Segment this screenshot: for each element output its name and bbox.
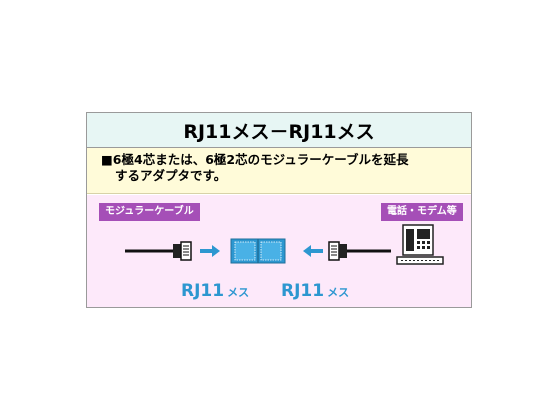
- product-description: ■6極4芯または、6極2芯のモジュラーケーブルを延長 するアダプタです。: [87, 148, 471, 194]
- right-cable-plug-icon: [328, 241, 391, 261]
- port-left-main: RJ11: [181, 281, 225, 301]
- arrow-right-icon: [200, 245, 220, 257]
- adapter-icon: [230, 238, 286, 264]
- telephone-icon: [396, 224, 444, 265]
- port-right-suffix: メス: [327, 286, 350, 299]
- connection-diagram: モジュラーケーブル 電話・モデム等: [87, 195, 471, 307]
- left-cable-plug-icon: [125, 241, 192, 261]
- product-card: RJ11メス－RJ11メス ■6極4芯または、6極2芯のモジュラーケーブルを延長…: [86, 112, 472, 308]
- port-left-suffix: メス: [227, 286, 250, 299]
- product-title: RJ11メス－RJ11メス: [87, 113, 471, 148]
- diagram-graphics: [125, 224, 444, 265]
- modular-cable-label: モジュラーケーブル: [99, 203, 200, 221]
- arrow-left-icon: [303, 245, 323, 257]
- port-right-main: RJ11: [281, 281, 325, 301]
- description-line-1: ■6極4芯または、6極2芯のモジュラーケーブルを延長: [101, 152, 409, 167]
- description-line-2: するアダプタです。: [115, 168, 227, 183]
- phone-modem-label: 電話・モデム等: [381, 203, 463, 221]
